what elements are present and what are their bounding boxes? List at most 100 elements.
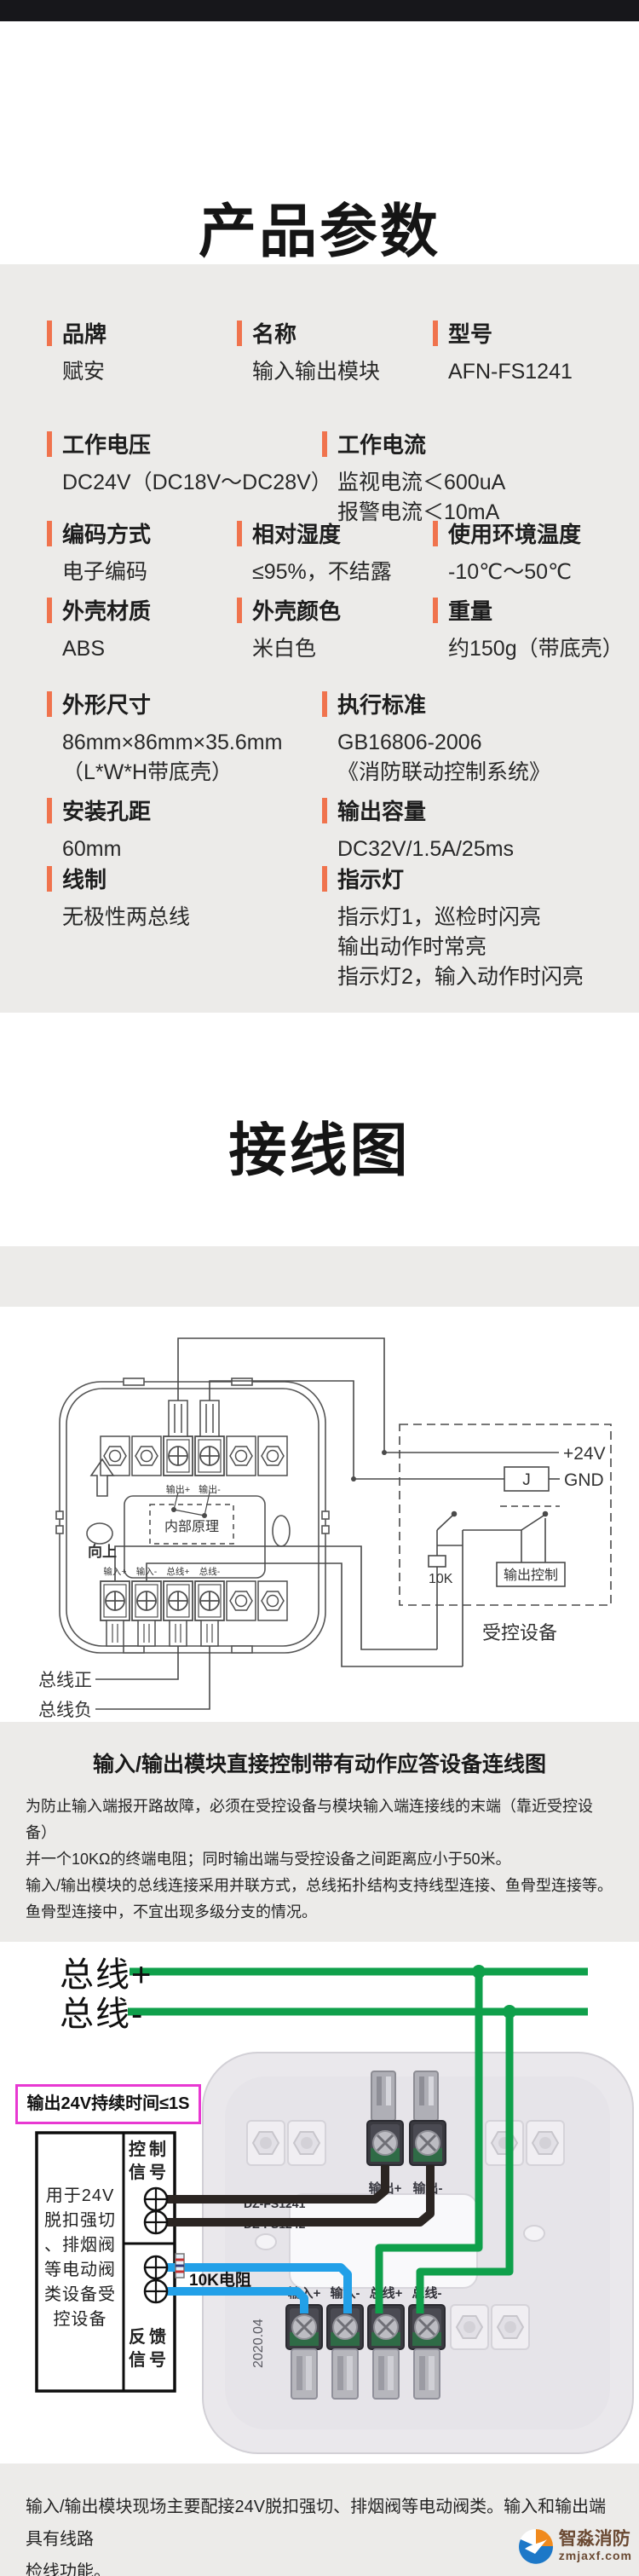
- spec-label-text: 工作电流: [337, 432, 427, 458]
- accent-bar: [47, 797, 52, 823]
- section-title-wiring-diagram: 接线图: [228, 1118, 411, 1183]
- spec-cell-voltage: 工作电压 DC24V（DC18V～DC28V）: [47, 428, 332, 498]
- control-signal-label: 控制 信号: [129, 2140, 170, 2182]
- spec-value: AFN-FS1241: [448, 360, 573, 384]
- feedback-signal-label: 反馈 信号: [129, 2328, 170, 2370]
- spec-label-text: 输出容量: [337, 799, 427, 824]
- spec-cell-wire-system: 线制 无极性两总线: [47, 863, 190, 933]
- spec-label-text: 外形尺寸: [62, 692, 152, 718]
- spec-label-text: 外壳材质: [62, 598, 152, 624]
- schematic-wires: [95, 1337, 560, 1710]
- accent-bar: [322, 430, 327, 457]
- accent-bar: [237, 520, 242, 546]
- spec-cell-indicator: 指示灯 指示灯1，巡检时闪亮 输出动作时常亮 指示灯2，输入动作时闪亮: [322, 863, 584, 992]
- spec-label-text: 线制: [62, 867, 107, 892]
- watermark-name: 智淼消防: [558, 2529, 630, 2549]
- accent-bar: [47, 520, 52, 546]
- spec-label-text: 工作电压: [62, 432, 152, 458]
- spec-cell-temperature: 使用环境温度 -10℃～50℃: [433, 517, 581, 587]
- section-title-product-params: 产品参数: [198, 199, 440, 264]
- spec-cell-brand: 品牌 赋安: [47, 317, 106, 387]
- controlled-device-box: [399, 1424, 612, 1606]
- spec-label-text: 品牌: [62, 321, 107, 347]
- spec-cell-current: 工作电流 监视电流＜600uA 报警电流＜10mA: [322, 428, 505, 528]
- module-outline: [55, 1378, 330, 1654]
- spec-cell-material: 外壳材质 ABS: [47, 594, 151, 664]
- spec-value: 约150g（带底壳）: [448, 637, 624, 661]
- spec-cell-standard: 执行标准 GB16806-2006 《消防联动控制系统》: [322, 688, 550, 788]
- label-controlled-device: 受控设备: [482, 1622, 557, 1643]
- metal-clip: [371, 2071, 396, 2122]
- spec-cell-name: 名称 输入输出模块: [237, 317, 380, 387]
- wire-junction: [351, 1476, 356, 1481]
- accent-bar: [47, 597, 52, 623]
- spec-label-text: 型号: [448, 321, 493, 347]
- accent-bar: [47, 320, 52, 346]
- wiring-schematic-diagram: 输出+ 输出- 输入+ 输入- 总线+ 总线- 内部原理 向上 +24V GND…: [38, 1337, 612, 1720]
- spec-label-text: 编码方式: [62, 522, 152, 547]
- spec-label-text: 相对湿度: [252, 522, 342, 547]
- spec-label-text: 安装孔距: [62, 799, 152, 824]
- spec-value: 指示灯1，巡检时闪亮 输出动作时常亮 指示灯2，输入动作时闪亮: [337, 905, 584, 989]
- label-relay-j: J: [522, 1471, 531, 1489]
- watermark-site: zmjaxf.com: [558, 2549, 632, 2562]
- wiring-note-section: 输入/输出模块直接控制带有动作应答设备连线图 为防止输入端报开路故障，必须在受控…: [0, 1722, 639, 1942]
- label-in-plus: 输入+: [103, 1566, 126, 1577]
- spec-value: -10℃～50℃: [448, 560, 573, 584]
- module-date: 2020.04: [251, 2319, 266, 2368]
- accent-bar: [47, 430, 52, 457]
- spec-value: 监视电流＜600uA 报警电流＜10mA: [337, 471, 506, 524]
- label-10k: 10K: [429, 1572, 453, 1586]
- spec-label-text: 名称: [252, 321, 297, 347]
- green-junction-dot: [472, 1965, 486, 1978]
- green-junction-dot: [503, 2005, 516, 2019]
- photo-wiring-diagram: DZ-FS1241 DZ-FS1242 2020.04 输出+ 输出- 输入+ …: [0, 1942, 639, 2463]
- bus-minus-label: 总线-: [60, 1996, 145, 2033]
- accent-bar: [47, 865, 52, 892]
- accent-bar: [322, 690, 327, 717]
- wire-junction: [382, 1450, 387, 1455]
- accent-bar: [433, 520, 438, 546]
- wiring-note-text: 为防止输入端报开路故障，必须在受控设备与模块输入端连接线的末端（靠近受控设备） …: [26, 1798, 613, 1920]
- accent-bar: [237, 597, 242, 623]
- resistor-10k-label: 10K电阻: [189, 2272, 251, 2290]
- watermark: 智淼消防 zmjaxf.com: [518, 2528, 632, 2564]
- label-out-minus: 输出-: [199, 1483, 221, 1495]
- internal-principle-box: [149, 1492, 234, 1545]
- spec-value: 电子编码: [62, 560, 148, 584]
- spec-label-text: 外壳颜色: [252, 598, 342, 624]
- spec-label-text: 指示灯: [337, 867, 405, 892]
- spec-cell-model: 型号 AFN-FS1241: [433, 317, 573, 387]
- bottom-note-section: 输入/输出模块现场主要配接24V脱扣强切、排烟阀等电动阀类。输入和输出端具有线路…: [0, 2463, 639, 2576]
- label-bus-minus: 总线-: [199, 1566, 221, 1577]
- accent-bar: [322, 865, 327, 892]
- spec-label-text: 使用环境温度: [448, 522, 582, 547]
- top-black-bar: [0, 0, 639, 21]
- resistor-icon: [175, 2253, 185, 2279]
- output-duration-badge: 输出24V持续时间≤1S: [15, 2084, 201, 2124]
- spec-cell-color: 外壳颜色 米白色: [237, 594, 341, 664]
- spec-value: ≤95%，不结露: [252, 560, 392, 584]
- spec-label-text: 重量: [448, 598, 493, 624]
- spec-section: 品牌 赋安 名称 输入输出模块 型号 AFN-FS1241 工作电压 DC24V…: [0, 264, 639, 1013]
- accent-bar: [433, 597, 438, 623]
- watermark-logo-icon: [518, 2529, 553, 2564]
- label-bus-positive: 总线正: [38, 1671, 92, 1690]
- accent-bar: [322, 797, 327, 823]
- gray-divider-band: [0, 1246, 639, 1307]
- label-out-plus: 输出+: [166, 1483, 190, 1495]
- spec-value: 米白色: [252, 637, 317, 661]
- spec-cell-hole-distance: 安装孔距 60mm: [47, 794, 151, 864]
- spec-label-text: 执行标准: [337, 692, 427, 718]
- label-in-minus: 输入-: [136, 1566, 158, 1577]
- label-plus24v: +24V: [563, 1444, 606, 1464]
- bottom-terminal-row: [100, 1580, 288, 1647]
- bus-plus-label: 总线+: [60, 1956, 153, 1994]
- top-terminal-row: [100, 1400, 288, 1476]
- spec-cell-humidity: 相对湿度 ≤95%，不结露: [237, 517, 392, 587]
- device-type-text: 用于24V 脱扣强切 、排烟阀 等电动阀 类设备受 控设备: [44, 2186, 116, 2329]
- accent-bar: [433, 320, 438, 346]
- spec-value: ABS: [62, 637, 106, 661]
- spec-label: 品牌: [47, 317, 106, 349]
